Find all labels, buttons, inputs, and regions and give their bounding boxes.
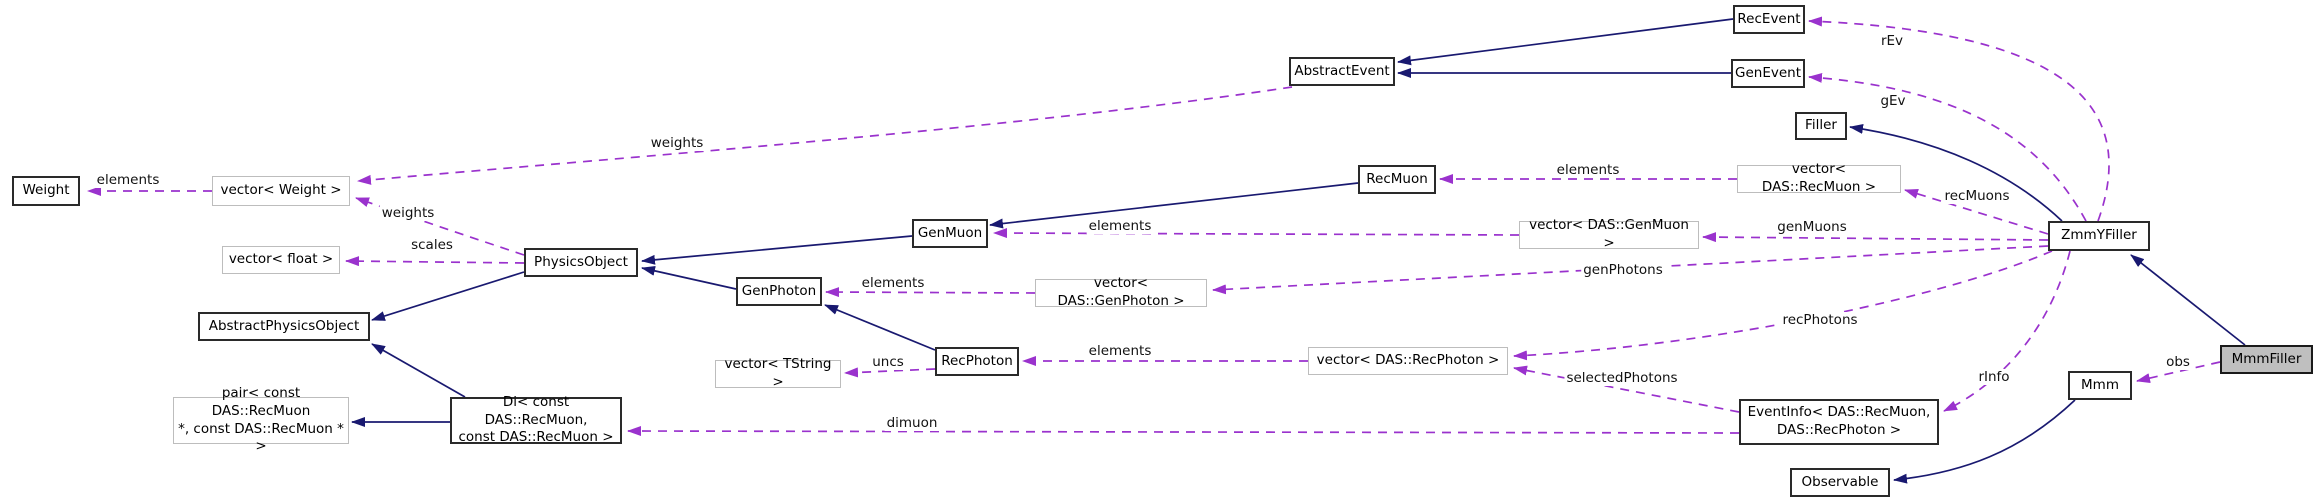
node-vector-genmuon: vector< DAS::GenMuon > [1519,217,1699,251]
edge-zmmyfiller-filler [1849,123,2063,222]
edge-label-recphotons: recPhotons [1780,312,1860,328]
edge-label-rinfo: rInfo [1976,369,2012,385]
node-observable[interactable]: Observable [1790,468,1890,497]
node-vector-recmuon: vector< DAS::RecMuon > [1737,161,1901,195]
edge-recmuon-genmuon [989,182,1359,229]
node-genmuon[interactable]: GenMuon [912,219,988,248]
edge-physicsobject-abstractphysicsobject [371,271,525,321]
edge-mmmfiller-mmm [2136,361,2221,383]
edge-physicsobject-vecweight [355,197,525,256]
edge-recevent-abstractevent [1397,18,1734,66]
node-abstractevent[interactable]: AbstractEvent [1289,57,1395,86]
edge-recphoton-genphoton [824,304,936,351]
edge-vecgenphoton-genphoton [825,287,1036,298]
edge-abstractevent-vecweight [357,86,1293,185]
node-abstractphysicsobject[interactable]: AbstractPhysicsObject [198,312,370,341]
node-genevent[interactable]: GenEvent [1731,59,1805,88]
node-zmmyfiller[interactable]: ZmmYFiller [2048,221,2150,251]
edge-label-uncs: uncs [870,354,906,370]
node-weight[interactable]: Weight [12,176,80,206]
node-recphoton[interactable]: RecPhoton [935,347,1019,376]
edge-label-weights-physics: weights [379,205,437,221]
edge-label-recmuons: recMuons [1942,188,2012,204]
edge-genmuon-physicsobject [641,235,913,265]
node-physicsobject[interactable]: PhysicsObject [524,248,638,277]
edge-label-scales: scales [409,237,455,253]
edge-mmm-observable [1893,399,2076,484]
edge-label-genmuons: genMuons [1775,219,1849,235]
node-pair-recmuon: pair< const DAS::RecMuon *, const DAS::R… [173,385,349,454]
edge-vecgenmuon-genmuon [993,228,1520,239]
edge-label-dimuon: dimuon [884,415,940,431]
edge-genphoton-physicsobject [641,265,737,290]
edge-label-elements-genphoton: elements [859,275,927,291]
node-mmm[interactable]: Mmm [2068,371,2132,400]
edge-label-obs: obs [2164,354,2192,370]
edge-label-weights-event: weights [648,135,706,151]
edge-label-rev: rEv [1878,33,1906,49]
edge-zmmyfiller-vecgenmuon [1702,232,2049,243]
node-genphoton[interactable]: GenPhoton [736,277,822,306]
edge-eventinfo-vecrecphoton [1513,365,1740,413]
edge-zmmyfiller-genevent [1808,72,2087,222]
node-mmmfiller-focal: MmmFiller [2220,345,2313,374]
edge-label-gev: gEv [1878,93,1908,109]
edge-label-elements-genmuon: elements [1086,218,1154,234]
edge-physicsobject-vecfloat [345,256,525,267]
edge-zmmyfiller-eventinfo [1943,250,2071,412]
edge-label-genphotons: genPhotons [1581,262,1665,278]
edge-di-abstractphysicsobject [371,343,466,398]
node-recmuon[interactable]: RecMuon [1358,165,1436,194]
node-recevent[interactable]: RecEvent [1733,5,1805,34]
edge-label-elements-weight: elements [94,172,162,188]
edge-label-elements-recphoton: elements [1086,343,1154,359]
node-vector-tstring: vector< TString > [715,356,841,390]
edge-mmmfiller-zmmyfiller [2130,254,2246,346]
node-di-recmuon[interactable]: Di< const DAS::RecMuon, const DAS::RecMu… [450,394,622,445]
edge-zmmyfiller-vecrecmuon [1904,189,2049,235]
node-vector-genphoton: vector< DAS::GenPhoton > [1035,275,1207,309]
edge-label-selectedphotons: selectedPhotons [1564,370,1680,386]
edge-eventinfo-di [627,426,1740,437]
node-eventinfo[interactable]: EventInfo< DAS::RecMuon, DAS::RecPhoton … [1739,399,1939,445]
node-vector-weight: vector< Weight > [212,176,350,206]
node-vector-float: vector< float > [222,246,340,274]
edge-zmmyfiller-recevent [1808,16,2110,222]
node-vector-recphoton: vector< DAS::RecPhoton > [1308,347,1508,375]
edge-label-elements-recmuon: elements [1554,162,1622,178]
node-filler[interactable]: Filler [1795,112,1847,140]
